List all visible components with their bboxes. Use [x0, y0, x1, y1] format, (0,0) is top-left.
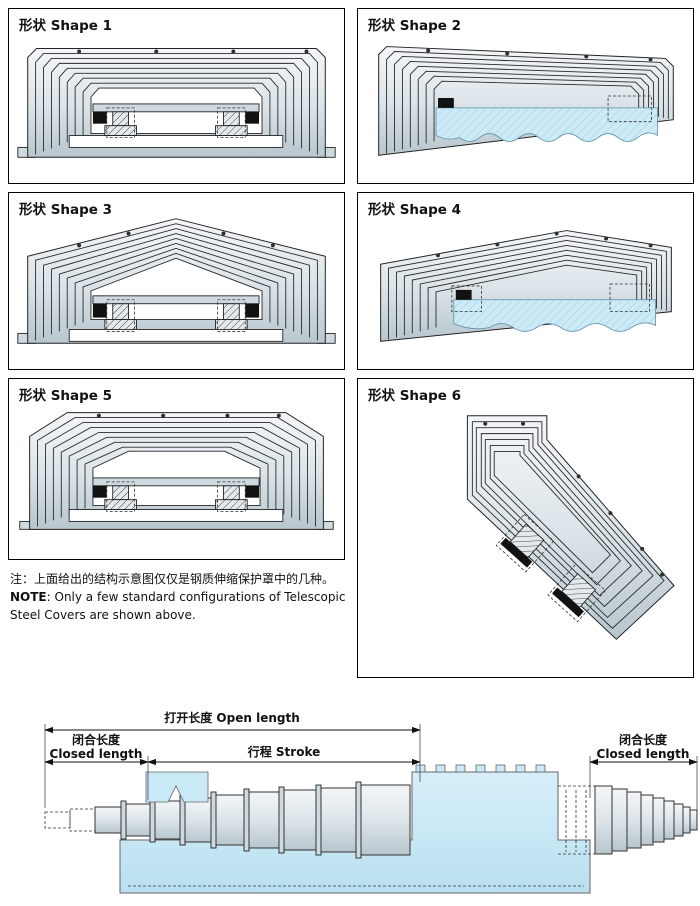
shape-3-drawing [17, 218, 336, 344]
mount-bracket [145, 771, 209, 803]
screw-dots [96, 413, 281, 418]
telescopic-cover-angled [466, 415, 675, 640]
panel-title: 形状 Shape 6 [368, 388, 462, 404]
panel-title: 形状 Shape 2 [368, 18, 462, 34]
open-length-label: 打开长度 Open length [164, 710, 300, 725]
dimension-diagram: 打开长度 Open length 闭合长度 Closed length 行程 S… [44, 710, 698, 894]
closed-length-left-zh: 闭合长度 [72, 732, 121, 747]
panel-shape-2: 形状 Shape 2 [357, 8, 694, 184]
wiper-left [92, 111, 107, 124]
panel-title: 形状 Shape 1 [19, 18, 113, 34]
panel-shape-5: 形状 Shape 5 [8, 378, 345, 560]
cover-closed [558, 785, 698, 855]
shape-5-drawing [19, 412, 334, 530]
guide-way-assembly [68, 103, 284, 148]
note-zh: 注：上面给出的结构示意图仅仅是钢质伸缩保护罩中的几种。 [10, 572, 335, 586]
closed-length-right-zh: 闭合长度 [619, 732, 668, 747]
wiper [438, 97, 454, 108]
screw-dots [436, 231, 653, 258]
panel-title: 形状 Shape 4 [368, 202, 462, 218]
panel-shape-3: 形状 Shape 3 [8, 192, 345, 370]
shape-4-drawing [380, 230, 672, 342]
wiper-left [92, 485, 107, 498]
rail-block-lower [547, 563, 606, 623]
stroke-label: 行程 Stroke [247, 744, 321, 759]
mount-detail-dashed-right [609, 283, 650, 313]
shape-2-drawing [378, 46, 674, 156]
panel-shape-1: 形状 Shape 1 [8, 8, 345, 184]
panel-shape-6: 形状 Shape 6 [357, 378, 694, 678]
screw-dots [77, 231, 275, 248]
mount-detail-dashed [607, 95, 652, 123]
wiper-right [245, 303, 260, 318]
screw-dots [483, 421, 665, 577]
note: 注：上面给出的结构示意图仅仅是钢质伸缩保护罩中的几种。 NOTE: Only a… [10, 570, 352, 624]
rail-block-upper [495, 513, 555, 573]
wiper-right [245, 485, 260, 498]
guide-way-assembly [68, 477, 284, 522]
telescopic-cover-peaked [17, 218, 336, 344]
closed-length-right-en: Closed length [597, 747, 690, 761]
closed-length-left-en: Closed length [50, 747, 143, 761]
telescopic-cover-front [17, 48, 336, 158]
machine-bed [435, 107, 658, 142]
comb-teeth [415, 764, 546, 773]
wiper-right [245, 111, 260, 124]
shape-1-drawing [17, 48, 336, 158]
wiper [455, 289, 472, 300]
wiper-left [92, 303, 107, 318]
machine-bed [453, 299, 656, 332]
guide-way-assembly [68, 295, 284, 342]
cover-extended [44, 781, 411, 859]
shape-6-drawing [466, 415, 675, 640]
dimension-lines [44, 726, 698, 766]
note-en-text: : Only a few standard configurations of … [10, 590, 346, 622]
panel-shape-4: 形状 Shape 4 [357, 192, 694, 370]
note-en: NOTE: Only a few standard configurations… [10, 588, 352, 624]
panel-title: 形状 Shape 3 [19, 202, 113, 218]
screw-dots [77, 49, 309, 54]
screw-dots [426, 48, 653, 62]
note-en-label: NOTE [10, 590, 47, 604]
panel-title: 形状 Shape 5 [19, 388, 113, 404]
